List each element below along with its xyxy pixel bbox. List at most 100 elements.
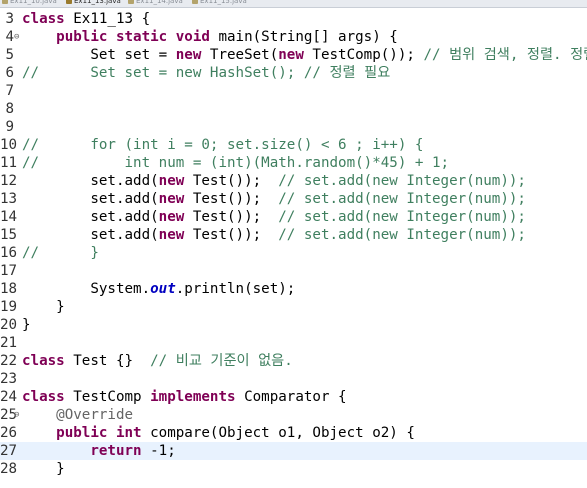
code-text: class Ex11_13 { bbox=[22, 10, 150, 28]
tab-label: Ex11_15.java bbox=[200, 0, 247, 5]
code-token: TestComp()); bbox=[303, 47, 424, 63]
fold-collapse-icon[interactable]: ⊖ bbox=[14, 410, 20, 420]
code-text: class TestComp implements Comparator { bbox=[22, 388, 347, 406]
keyword-token: new bbox=[158, 227, 185, 243]
tab-ex11_10-java[interactable]: Ex11_10.java bbox=[2, 0, 57, 6]
keyword-token: class bbox=[22, 353, 65, 369]
code-token: Ex11_13 { bbox=[64, 11, 151, 27]
editor-tab-bar: Ex11_10.java Ex11_13.java Ex11_14.java Ex11… bbox=[0, 0, 587, 8]
code-text: class Test {} // 비교 기준이 없음. bbox=[22, 352, 293, 370]
code-text: public int compare(Object o1, Object o2)… bbox=[22, 424, 415, 442]
code-token bbox=[22, 443, 90, 459]
comment-token: // 비교 기준이 없음. bbox=[150, 353, 293, 369]
code-line[interactable]: 23 bbox=[0, 370, 587, 388]
code-token: .println(set); bbox=[175, 281, 296, 297]
code-text: // Set set = new HashSet(); // 정렬 필요 bbox=[22, 64, 390, 82]
code-line[interactable]: 20} bbox=[0, 316, 587, 334]
code-line[interactable]: 7 bbox=[0, 82, 587, 100]
fold-collapse-icon[interactable]: ⊖ bbox=[14, 32, 20, 42]
line-number: 24 bbox=[0, 389, 18, 405]
code-line[interactable]: 6 // Set set = new HashSet(); // 정렬 필요 bbox=[0, 64, 587, 82]
code-line[interactable]: 4⊖ public static void main(String[] args… bbox=[0, 28, 587, 46]
line-number: 14 bbox=[0, 209, 18, 225]
code-line[interactable]: 19 } bbox=[0, 298, 587, 316]
static-field-token: out bbox=[150, 281, 176, 297]
code-line[interactable]: 5 Set set = new TreeSet(new TestComp());… bbox=[0, 46, 587, 64]
code-token: -1; bbox=[141, 443, 176, 459]
code-text: // for (int i = 0; set.size() < 6 ; i++)… bbox=[22, 136, 423, 154]
code-token bbox=[22, 29, 56, 45]
code-line[interactable]: 18 System.out.println(set); bbox=[0, 280, 587, 298]
line-number: 6 bbox=[5, 65, 14, 81]
keyword-token: new bbox=[158, 191, 185, 207]
comment-token: // int num = (int)(Math.random()*45) + 1… bbox=[22, 155, 450, 171]
line-number: 8 bbox=[5, 101, 14, 117]
code-line[interactable]: 17 bbox=[0, 262, 587, 280]
tab-ex11_15-java[interactable]: Ex11_15.java bbox=[192, 0, 247, 6]
code-token: Test()); bbox=[184, 209, 279, 225]
code-text: set.add(new Test()); // set.add(new Inte… bbox=[22, 190, 526, 208]
code-token: main(String[] args) { bbox=[209, 29, 398, 45]
comment-token: // } bbox=[22, 245, 99, 261]
tab-ex11_14-java[interactable]: Ex11_14.java bbox=[128, 0, 183, 6]
code-line[interactable]: 8 bbox=[0, 100, 587, 118]
line-number: 3 bbox=[5, 11, 14, 27]
code-text: System.out.println(set); bbox=[22, 280, 295, 298]
code-line[interactable]: 13 set.add(new Test()); // set.add(new I… bbox=[0, 190, 587, 208]
code-token: Test()); bbox=[184, 173, 279, 189]
line-number: 11 bbox=[0, 155, 18, 171]
keyword-token: new bbox=[175, 47, 202, 63]
code-line[interactable]: 9 bbox=[0, 118, 587, 136]
code-line[interactable]: 12 set.add(new Test()); // set.add(new I… bbox=[0, 172, 587, 190]
line-number: 4 bbox=[5, 29, 14, 45]
keyword-token: int bbox=[115, 425, 142, 441]
code-line[interactable]: 28 } bbox=[0, 460, 587, 478]
line-number: 23 bbox=[0, 371, 18, 387]
line-number: 7 bbox=[5, 83, 14, 99]
code-editor[interactable]: 3 class Ex11_13 {4⊖ public static void ma… bbox=[0, 8, 587, 488]
code-token: TestComp bbox=[64, 389, 151, 405]
keyword-token: return bbox=[90, 443, 142, 459]
code-token: } bbox=[22, 299, 65, 315]
line-number: 15 bbox=[0, 227, 18, 243]
comment-token: // set.add(new Integer(num)); bbox=[278, 173, 526, 189]
code-token bbox=[22, 407, 56, 423]
code-token: set.add( bbox=[22, 191, 159, 207]
line-number: 18 bbox=[0, 281, 18, 297]
code-line[interactable]: 14 set.add(new Test()); // set.add(new I… bbox=[0, 208, 587, 226]
code-line[interactable]: 16// } bbox=[0, 244, 587, 262]
keyword-token: new bbox=[278, 47, 304, 63]
tab-label: Ex11_13.java bbox=[74, 0, 121, 5]
keyword-token: public bbox=[56, 425, 108, 441]
code-token: } bbox=[22, 461, 65, 477]
code-token: Test {} bbox=[64, 353, 151, 369]
line-number: 27 bbox=[0, 443, 18, 459]
line-number: 22 bbox=[0, 353, 18, 369]
keyword-token: public bbox=[56, 29, 108, 45]
current-code-line[interactable]: 27 return -1; bbox=[0, 442, 587, 460]
java-file-icon bbox=[128, 0, 134, 4]
code-token: set.add( bbox=[22, 227, 159, 243]
tab-label: Ex11_10.java bbox=[10, 0, 57, 5]
code-line[interactable]: 10// for (int i = 0; set.size() < 6 ; i+… bbox=[0, 136, 587, 154]
code-token: Comparator { bbox=[235, 389, 347, 405]
tab-ex11_13-java[interactable]: Ex11_13.java bbox=[66, 0, 121, 6]
comment-token: // Set set = new HashSet(); // 정렬 필요 bbox=[22, 65, 391, 81]
code-token: TreeSet( bbox=[201, 47, 279, 63]
code-line[interactable]: 3 class Ex11_13 { bbox=[0, 10, 587, 28]
keyword-token: void bbox=[175, 29, 210, 45]
tab-label: Ex11_14.java bbox=[136, 0, 183, 5]
code-text: set.add(new Test()); // set.add(new Inte… bbox=[22, 226, 526, 244]
code-line[interactable]: 11// int num = (int)(Math.random()*45) +… bbox=[0, 154, 587, 172]
code-token: Test()); bbox=[184, 191, 279, 207]
keyword-token: implements bbox=[150, 389, 236, 405]
code-line[interactable]: 26 public int compare(Object o1, Object … bbox=[0, 424, 587, 442]
code-token bbox=[167, 29, 176, 45]
comment-token: // for (int i = 0; set.size() < 6 ; i++)… bbox=[22, 137, 424, 153]
code-line[interactable]: 15 set.add(new Test()); // set.add(new I… bbox=[0, 226, 587, 244]
code-line[interactable]: 21 bbox=[0, 334, 587, 352]
code-line[interactable]: 25⊖ @Override bbox=[0, 406, 587, 424]
